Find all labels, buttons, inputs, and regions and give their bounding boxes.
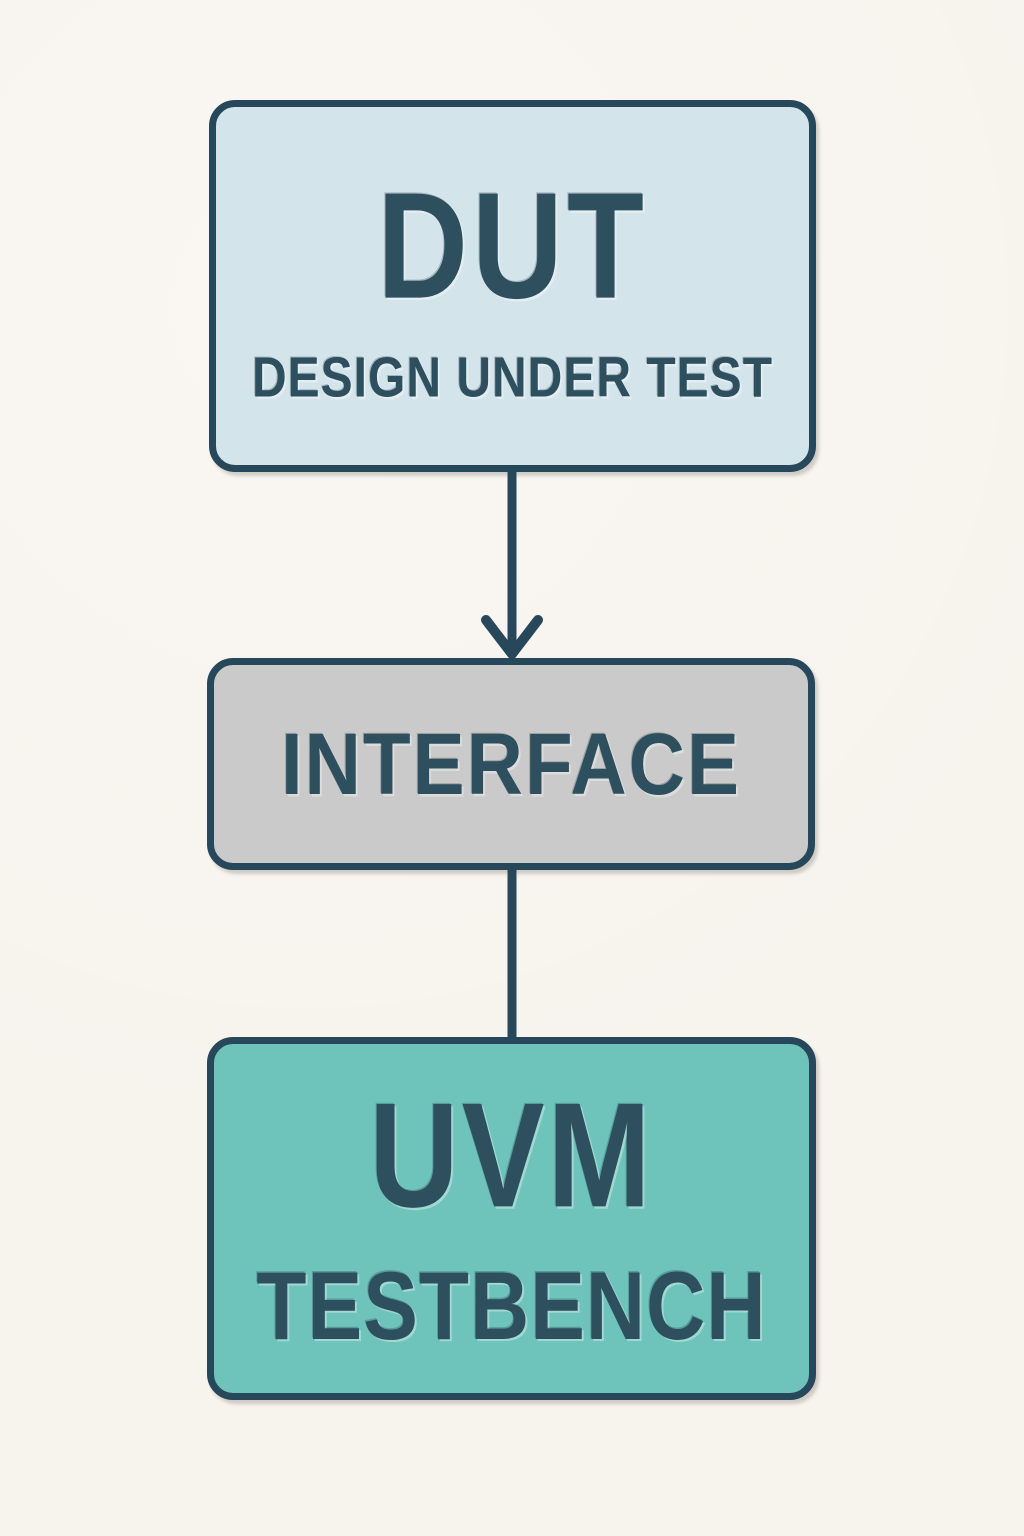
node-interface-title: INTERFACE — [280, 714, 742, 814]
node-dut-title: DUT — [377, 160, 648, 330]
plain-line-connector — [507, 868, 517, 1040]
node-uvm-testbench: UVM TESTBENCH — [207, 1037, 816, 1400]
node-interface: INTERFACE — [207, 658, 815, 870]
arrow-down-connector — [481, 470, 543, 659]
node-dut: DUT DESIGN UNDER TEST — [209, 100, 816, 472]
node-dut-subtitle: DESIGN UNDER TEST — [251, 347, 774, 410]
node-uvm-title: UVM — [369, 1072, 654, 1239]
node-uvm-subtitle: TESTBENCH — [256, 1252, 767, 1360]
